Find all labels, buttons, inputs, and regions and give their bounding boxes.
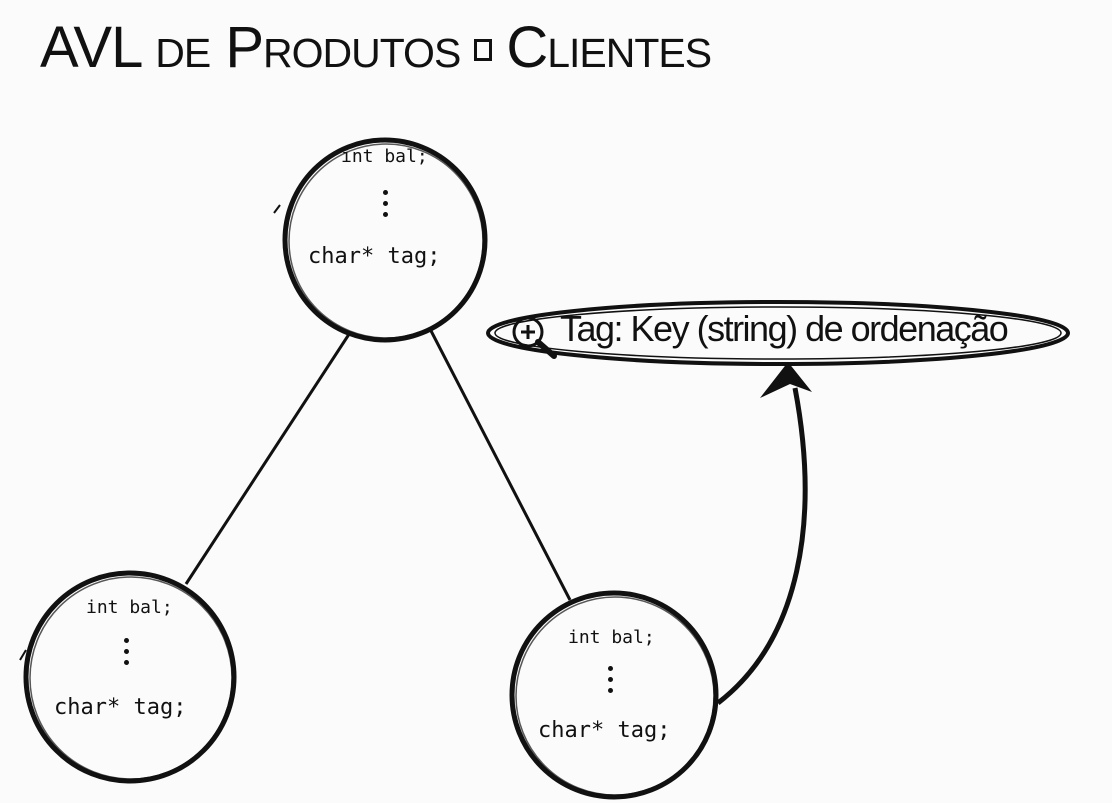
edge-root-left	[184, 324, 357, 585]
tree-node-right	[509, 590, 719, 800]
right-field-tag: char* tag;	[538, 718, 671, 743]
edge-root-right	[426, 324, 572, 601]
arrow-head	[760, 362, 812, 398]
root-field-bal: int bal;	[341, 146, 428, 167]
title-separator-box	[474, 38, 493, 61]
arrow-to-callout	[716, 387, 808, 705]
left-field-bal: int bal;	[86, 597, 173, 618]
title-part-1: AVL de Produtos	[40, 15, 461, 80]
callout-bubble	[486, 300, 1070, 366]
page-title: AVL de Produtos Clientes	[40, 14, 712, 81]
callout-text: Tag: Key (string) de ordenação	[560, 308, 1009, 349]
tree-node-root	[273, 137, 488, 343]
root-ellipsis-icon	[383, 190, 389, 223]
right-ellipsis-icon	[608, 666, 614, 699]
tree-node-left	[19, 570, 237, 784]
left-ellipsis-icon	[124, 638, 130, 671]
right-field-bal: int bal;	[568, 627, 655, 648]
root-field-tag: char* tag;	[308, 244, 441, 269]
title-part-2: Clientes	[506, 15, 712, 80]
zoom-in-icon	[512, 316, 557, 359]
left-field-tag: char* tag;	[54, 695, 187, 720]
